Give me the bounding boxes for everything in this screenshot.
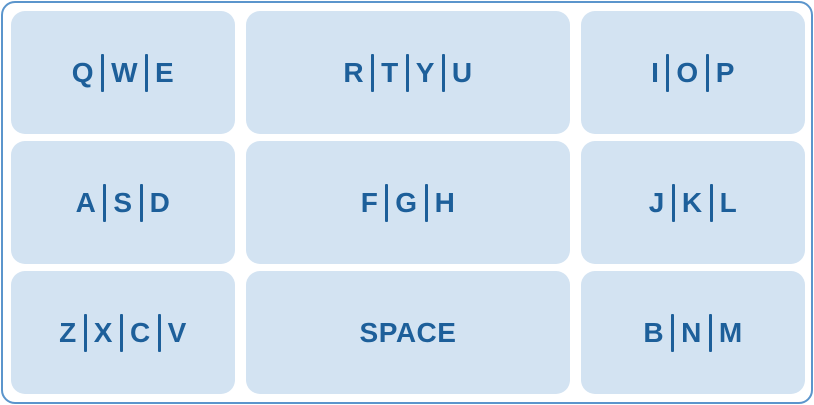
key-letter: L: [719, 186, 738, 218]
key-separator: [385, 183, 389, 222]
key-separator: [157, 313, 161, 352]
key-letter: F: [360, 186, 379, 218]
key-space[interactable]: SPACE: [246, 271, 570, 394]
key-letter: M: [718, 316, 743, 348]
key-letter: X: [93, 316, 113, 348]
key-letter: J: [648, 186, 665, 218]
key-letter: H: [434, 186, 456, 218]
key-separator: [405, 53, 409, 92]
key-letter: Z: [59, 316, 77, 348]
key-letter: SPACE: [359, 316, 457, 348]
key-letter: U: [451, 56, 473, 88]
key-letter: Y: [415, 56, 435, 88]
key-separator: [83, 313, 87, 352]
key-separator: [103, 183, 107, 222]
key-letter: K: [681, 186, 703, 218]
key-letter: T: [381, 56, 399, 88]
key-letter: I: [651, 56, 660, 88]
key-separator: [671, 183, 675, 222]
key-separator: [666, 53, 670, 92]
key-separator: [441, 53, 445, 92]
key-letter: N: [681, 316, 702, 348]
key-letter: P: [715, 56, 735, 88]
key-separator: [101, 53, 105, 92]
key-letter: R: [343, 56, 365, 88]
key-separator: [119, 313, 123, 352]
key-separator: [139, 183, 143, 222]
key-label: SPACE: [353, 317, 464, 349]
key-separator: [709, 183, 713, 222]
key-letter: B: [643, 316, 665, 348]
key-letter: O: [676, 56, 699, 88]
key-separator: [671, 313, 675, 352]
key-letter: W: [111, 56, 139, 88]
key-letter: E: [155, 56, 175, 88]
key-separator: [705, 53, 709, 92]
key-letter: D: [149, 186, 171, 218]
key-separator: [424, 183, 428, 222]
key-separator: [708, 313, 712, 352]
key-letter: Q: [71, 56, 95, 88]
key-letter: S: [113, 186, 133, 218]
key-letter: V: [167, 316, 187, 348]
key-separator: [371, 53, 375, 92]
key-letter: C: [129, 316, 151, 348]
key-separator: [145, 53, 149, 92]
key-letter: A: [75, 186, 97, 218]
key-letter: G: [395, 186, 418, 218]
